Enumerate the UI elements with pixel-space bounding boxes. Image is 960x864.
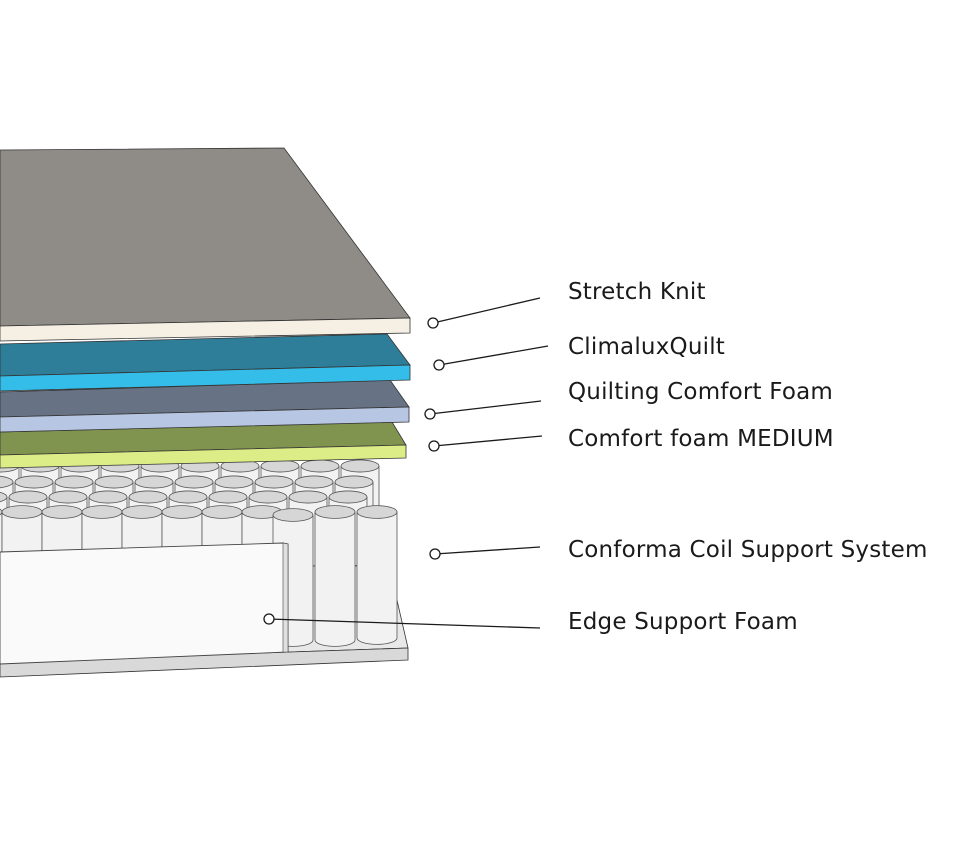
label-comfort-foam-medium: Comfort foam MEDIUM [568,426,834,452]
label-edge-support-foam: Edge Support Foam [568,609,798,635]
edge-support-foam-block [0,542,289,665]
callout-dot-edge-support-foam [263,613,275,625]
label-climaluxquilt: ClimaluxQuilt [568,334,725,360]
coil-spring [356,505,398,645]
callout-dot-stretch-knit [427,317,439,329]
label-quilting-comfort-foam: Quilting Comfort Foam [568,379,833,405]
label-stretch-knit: Stretch Knit [568,279,706,305]
callout-dot-conforma-coil-support-system [429,548,441,560]
callout-dot-quilting-comfort-foam [424,408,436,420]
layer-comfort-foam-medium [0,421,407,469]
callout-dot-climaluxquilt [433,359,445,371]
callout-dot-comfort-foam-medium [428,440,440,452]
label-conforma-coil-support-system: Conforma Coil Support System [568,537,928,563]
layer-climaluxquilt [0,333,411,392]
layer-stretch-knit [0,147,411,342]
coil-spring [314,505,356,647]
callout-labels: Stretch Knit ClimaluxQuilt Quilting Comf… [568,279,928,635]
callout-leaders [263,297,549,629]
